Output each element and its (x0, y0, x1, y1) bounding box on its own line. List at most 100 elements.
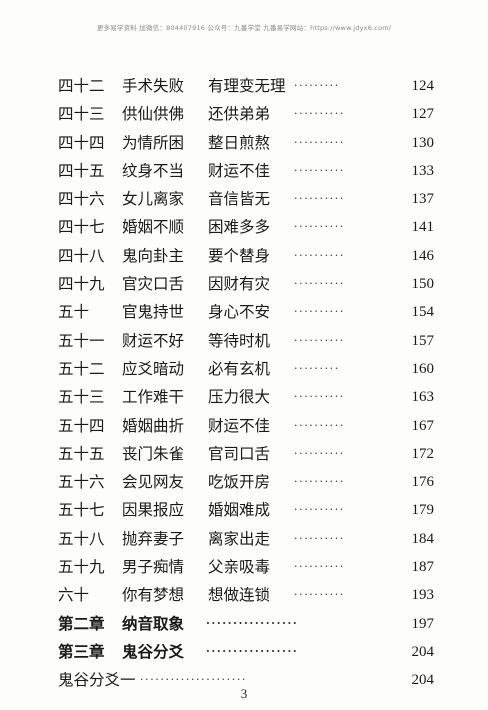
toc-entry-number: 第二章 (58, 613, 105, 633)
toc-leader-dots: ·········· (294, 333, 345, 347)
toc-entry-page: 179 (411, 502, 435, 519)
toc-entry-number: 五十六 (58, 473, 105, 492)
toc-entry-subtitle: 身心不安 (208, 303, 271, 322)
toc-entry: 四十八鬼向卦主要个替身··········146 (58, 242, 434, 270)
toc-entry-page: 197 (411, 615, 435, 632)
toc-leader-dots: ·········· (294, 277, 345, 291)
toc-entry-page: 204 (411, 643, 435, 660)
toc-entry-page: 150 (411, 276, 435, 293)
toc-entry: 四十六女儿离家音信皆无··········137 (58, 185, 434, 213)
toc-entry-number: 四十七 (58, 218, 105, 237)
toc-entry-number: 第三章 (58, 641, 105, 661)
toc-entry: 五十四婚姻曲折财运不佳··········167 (58, 412, 434, 440)
toc-entry-title: 女儿离家 (122, 190, 185, 209)
toc-leader-dots: ····················· (140, 673, 248, 687)
toc-entry-subtitle: 因财有灾 (208, 275, 271, 294)
toc-entry-number: 五十五 (58, 444, 105, 463)
toc-entry-title: 官鬼持世 (122, 303, 185, 322)
toc-leader-dots: ·········· (294, 503, 345, 517)
toc-entry-page: 163 (411, 389, 435, 406)
toc-entry-subtitle: 官司口舌 (208, 444, 271, 463)
toc-entry-page: 160 (411, 360, 435, 377)
toc-leader-dots: ·········· (294, 475, 345, 489)
toc-entry-page: 193 (411, 587, 435, 604)
toc-entry-page: 172 (411, 445, 435, 462)
toc-entry-subtitle: 父亲吸毒 (208, 558, 271, 577)
toc-entry-title: 纳音取象 (122, 613, 185, 633)
toc-entry: 五十九男子痴情父亲吸毒··········187 (58, 553, 434, 581)
toc-entry-subtitle: 吃饭开房 (208, 473, 271, 492)
toc-entry-page: 184 (411, 530, 435, 547)
toc-leader-dots: ················· (206, 644, 299, 658)
toc-entry-subtitle: 财运不佳 (208, 416, 271, 435)
toc-entry-number: 鬼谷分爻一 (58, 671, 136, 690)
toc-leader-dots: ·········· (294, 192, 345, 206)
toc-entry-title: 为情所困 (122, 133, 185, 152)
toc-entry-page: 154 (411, 304, 435, 321)
toc-entry: 四十二手术失败有理变无理·········124 (58, 72, 434, 100)
page-number: 3 (240, 686, 248, 701)
toc-entry-subtitle: 有理变无理 (208, 77, 286, 95)
toc-entry: 五十八抛弃妻子 离家出走 ·········· 184 (58, 525, 434, 553)
toc-entry-title: 你有梦想 (122, 586, 185, 605)
toc-entry: 五十五丧门朱雀官司口舌··········172 (58, 440, 434, 468)
toc-entry-title: 因果报应 (122, 501, 185, 520)
toc-entry: 五十一财运不好等待时机··········157 (58, 327, 434, 355)
toc-entry: 四十五纹身不当财运不佳··········133 (58, 157, 434, 185)
toc-entry-subtitle: 困难多多 (208, 218, 271, 237)
toc-leader-dots: ················· (206, 616, 299, 630)
toc-leader-dots: ·········· (294, 107, 345, 121)
toc-entry-number: 五十一 (58, 331, 105, 350)
toc-entry-page: 141 (411, 219, 435, 236)
toc-entry-title: 财运不好 (122, 331, 185, 350)
toc-entry-title: 婚姻不顺 (122, 218, 185, 237)
toc-leader-dots: ·········· (294, 220, 345, 234)
toc-entry-number: 四十八 (58, 246, 105, 265)
toc-entry: 第二章纳音取象 ················· 197 (58, 610, 434, 638)
toc-entry-page: 137 (411, 191, 435, 208)
toc-entry-title: 供仙供佛 (122, 105, 185, 124)
toc-entry: 五十六会见网友 吃饭开房 ·········· 176 (58, 468, 434, 496)
toc-entry: 五十 官鬼持世 身心不安 ·········· 154 (58, 298, 434, 326)
toc-entry-page: 127 (411, 106, 435, 123)
toc-entry-number: 五十八 (58, 529, 105, 548)
toc-entry-title: 丧门朱雀 (122, 444, 185, 463)
toc-entry-subtitle: 婚姻难成 (208, 501, 271, 520)
toc-entry: 四十三供仙供佛还供弟弟··········127 (58, 100, 434, 128)
toc-entry-number: 四十四 (58, 133, 105, 152)
toc-leader-dots: ·········· (294, 560, 345, 574)
toc-entry-subtitle: 离家出走 (208, 529, 271, 548)
toc-entry-title: 抛弃妻子 (122, 529, 185, 548)
toc-entry-number: 六十 (58, 586, 90, 605)
toc-entry: 五十二应爻暗动必有玄机·········160 (58, 355, 434, 383)
toc-leader-dots: ·········· (294, 390, 345, 404)
toc-entry: 鬼谷分爻一·····················204 (58, 666, 434, 694)
toc-leader-dots: ·········· (294, 588, 345, 602)
toc-entry: 四十四为情所困整日煎熬··········130 (58, 129, 434, 157)
toc-entry-subtitle: 压力很大 (208, 388, 271, 407)
toc-entry-subtitle: 想做连锁 (208, 586, 271, 605)
toc-entry-title: 会见网友 (122, 473, 185, 492)
toc-leader-dots: ·········· (294, 248, 345, 262)
toc-entry-page: 176 (411, 474, 435, 491)
toc-entry-subtitle: 必有玄机 (208, 359, 271, 378)
toc-leader-dots: ·········· (294, 531, 345, 545)
toc-entry-subtitle: 整日煎熬 (208, 133, 271, 152)
toc-entry: 五十三工作难干 压力很大 ·········· 163 (58, 383, 434, 411)
toc-entry-number: 五十 (58, 303, 90, 322)
toc-entry-page: 167 (411, 417, 435, 434)
toc-entry-number: 四十六 (58, 190, 105, 209)
toc-leader-dots: ·········· (294, 305, 345, 319)
toc-entry: 四十七婚姻不顺 困难多多 ·········· 141 (58, 213, 434, 241)
toc-entry-subtitle: 还供弟弟 (208, 105, 271, 124)
toc-entry-title: 工作难干 (122, 388, 185, 407)
toc-entry-page: 124 (411, 78, 435, 94)
toc-entry: 四十九官灾口舌因财有灾··········150 (58, 270, 434, 298)
toc-entry-subtitle: 财运不佳 (208, 161, 271, 180)
toc-entry-number: 四十五 (58, 161, 105, 180)
toc-entry-title: 官灾口舌 (122, 275, 185, 294)
toc-entry-subtitle: 等待时机 (208, 331, 271, 350)
toc-entry-number: 五十三 (58, 388, 105, 407)
toc-entry-page: 130 (411, 134, 435, 151)
toc-entry-title: 鬼谷分爻 (122, 641, 185, 661)
